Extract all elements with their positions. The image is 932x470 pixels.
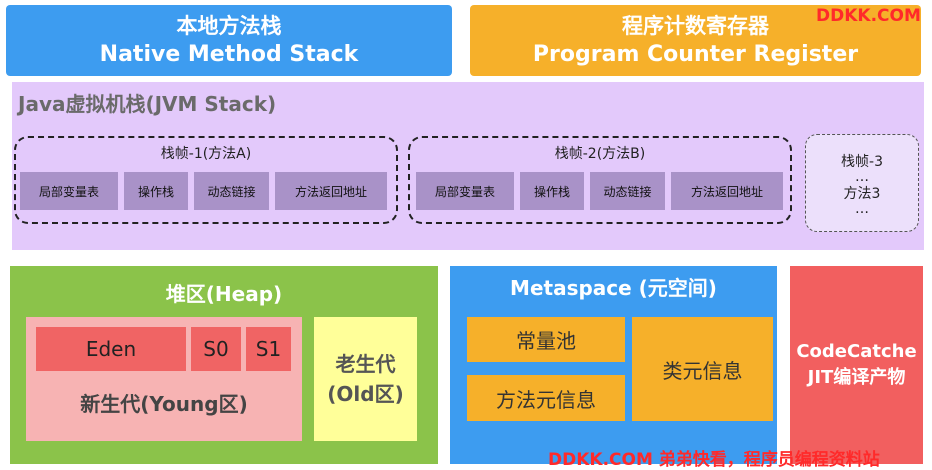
frame-1-local-variables: 局部变量表	[20, 172, 118, 210]
old-generation: 老生代 (Old区)	[314, 317, 417, 441]
program-counter-title-en: Program Counter Register	[532, 41, 859, 67]
watermark-bottom: DDKK.COM 弟弟快看，程序员编程资料站	[548, 450, 880, 470]
program-counter-title-cn: 程序计数寄存器	[622, 13, 769, 38]
survivor-s1: S1	[246, 327, 291, 371]
stack-frame-2-title: 栈帧-2(方法B)	[554, 146, 646, 162]
stack-frame-1-title: 栈帧-1(方法A)	[160, 146, 252, 162]
code-cache-label-1: CodeCatche	[796, 341, 917, 362]
stack-frame-3-ellipsis-top: …	[855, 169, 869, 185]
method-metadata: 方法元信息	[467, 375, 625, 421]
stack-frame-3-method: 方法3	[843, 186, 881, 202]
frame-2-return-address: 方法返回地址	[671, 172, 783, 210]
young-generation-label: 新生代(Young区)	[80, 392, 248, 416]
eden-space: Eden	[36, 327, 186, 371]
native-method-stack-title-cn: 本地方法栈	[176, 13, 282, 38]
frame-2-dynamic-linking: 动态链接	[590, 172, 665, 210]
heap-title: 堆区(Heap)	[165, 281, 283, 306]
native-method-stack-title-en: Native Method Stack	[99, 41, 359, 67]
stack-frame-1	[14, 136, 398, 224]
frame-2-operand-stack: 操作栈	[520, 172, 584, 210]
watermark-top: DDKK.COM	[816, 6, 921, 26]
native-method-stack-box: 本地方法栈 Native Method Stack	[6, 5, 452, 76]
frame-1-return-address: 方法返回地址	[275, 172, 387, 210]
constant-pool: 常量池	[467, 317, 625, 362]
frame-1-operand-stack: 操作栈	[124, 172, 188, 210]
frame-2-local-variables: 局部变量表	[416, 172, 514, 210]
survivor-s0: S0	[191, 327, 241, 371]
stack-frame-3-ellipsis-bottom: …	[855, 201, 869, 217]
stack-frame-3-title: 栈帧-3	[841, 154, 883, 170]
code-cache-area: CodeCatche JIT编译产物	[790, 266, 923, 464]
code-cache-label-2: JIT编译产物	[807, 367, 906, 388]
old-generation-label-2: (Old区)	[327, 382, 404, 406]
metaspace-title: Metaspace (元空间)	[510, 275, 717, 300]
jvm-stack-title: Java虚拟机栈(JVM Stack)	[18, 92, 277, 116]
stack-frame-2	[408, 136, 792, 224]
class-metadata: 类元信息	[632, 317, 773, 421]
old-generation-label-1: 老生代	[335, 352, 396, 376]
stack-frame-3: 栈帧-3 … 方法3 …	[805, 134, 919, 232]
program-counter-register-box: 程序计数寄存器 Program Counter Register	[470, 5, 921, 76]
frame-1-dynamic-linking: 动态链接	[194, 172, 269, 210]
